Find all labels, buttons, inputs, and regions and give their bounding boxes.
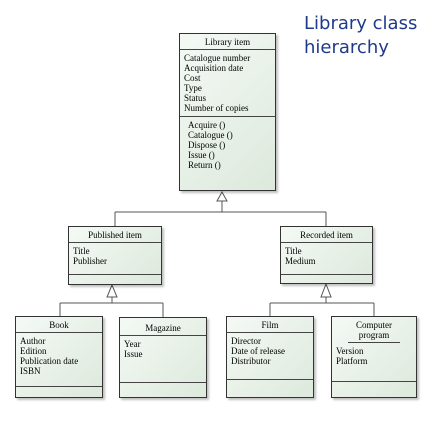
generalization-arrow-library-item xyxy=(216,190,228,202)
attribute: ISBN xyxy=(20,366,41,376)
class-computer-program: Computer program Version Platform xyxy=(331,316,417,398)
attribute: Version xyxy=(336,346,364,356)
attribute: Medium xyxy=(285,256,316,266)
attribute: Acquisition date xyxy=(184,63,244,73)
generalization-arrow-published-item xyxy=(106,283,118,298)
attribute: Year xyxy=(124,339,141,349)
operation: Dispose () xyxy=(188,140,226,150)
class-book: Book Author Edition Publication date ISB… xyxy=(15,316,103,398)
operation: Acquire () xyxy=(188,120,226,130)
class-computer-program-name: Computer program xyxy=(348,317,400,343)
class-film-name: Film xyxy=(227,317,313,333)
operation: Return () xyxy=(188,160,221,170)
attribute: Author xyxy=(20,336,46,346)
class-recorded-item-name: Recorded item xyxy=(281,227,372,243)
class-film: Film Director Date of release Distributo… xyxy=(226,316,314,398)
generalization-arrow-recorded-item xyxy=(320,282,332,298)
attribute: Edition xyxy=(20,346,47,356)
class-recorded-item: Recorded item Title Medium xyxy=(280,226,373,284)
attribute: Distributor xyxy=(231,356,271,366)
class-magazine: Magazine Year Issue xyxy=(119,317,207,398)
class-published-item-attributes: Title Publisher xyxy=(69,243,161,275)
attribute: Title xyxy=(285,246,302,256)
attribute: Catalogue number xyxy=(184,53,251,63)
attribute: Title xyxy=(73,246,90,256)
operation: Catalogue () xyxy=(188,130,233,140)
slide-title: Library class hierarchy xyxy=(304,12,417,60)
class-library-item-operations: Acquire () Catalogue () Dispose () Issue… xyxy=(180,117,275,173)
attribute: Status xyxy=(184,93,207,103)
class-library-item-name: Library item xyxy=(180,34,275,50)
class-book-attributes: Author Edition Publication date ISBN xyxy=(16,333,102,387)
slide-title-line-1: Library class xyxy=(304,13,418,34)
attribute: Number of copies xyxy=(184,103,249,113)
attribute: Publication date xyxy=(20,356,79,366)
class-library-item: Library item Catalogue number Acquisitio… xyxy=(179,33,276,191)
class-magazine-attributes: Year Issue xyxy=(120,336,206,383)
class-computer-program-attributes: Version Platform xyxy=(332,343,416,382)
attribute: Type xyxy=(184,83,202,93)
attribute: Director xyxy=(231,336,261,346)
class-film-attributes: Director Date of release Distributor xyxy=(227,333,313,380)
attribute: Date of release xyxy=(231,346,285,356)
class-magazine-name: Magazine xyxy=(120,318,206,336)
attribute: Issue xyxy=(124,349,143,359)
class-recorded-item-attributes: Title Medium xyxy=(281,243,372,275)
attribute: Cost xyxy=(184,73,201,83)
class-published-item-name: Published item xyxy=(69,227,161,243)
operation: Issue () xyxy=(188,150,215,160)
class-published-item: Published item Title Publisher xyxy=(68,226,162,285)
attribute: Platform xyxy=(336,356,368,366)
attribute: Publisher xyxy=(73,256,108,266)
class-library-item-attributes: Catalogue number Acquisition date Cost T… xyxy=(180,50,275,117)
class-book-name: Book xyxy=(16,317,102,333)
slide-title-line-2: hierarchy xyxy=(304,37,389,58)
